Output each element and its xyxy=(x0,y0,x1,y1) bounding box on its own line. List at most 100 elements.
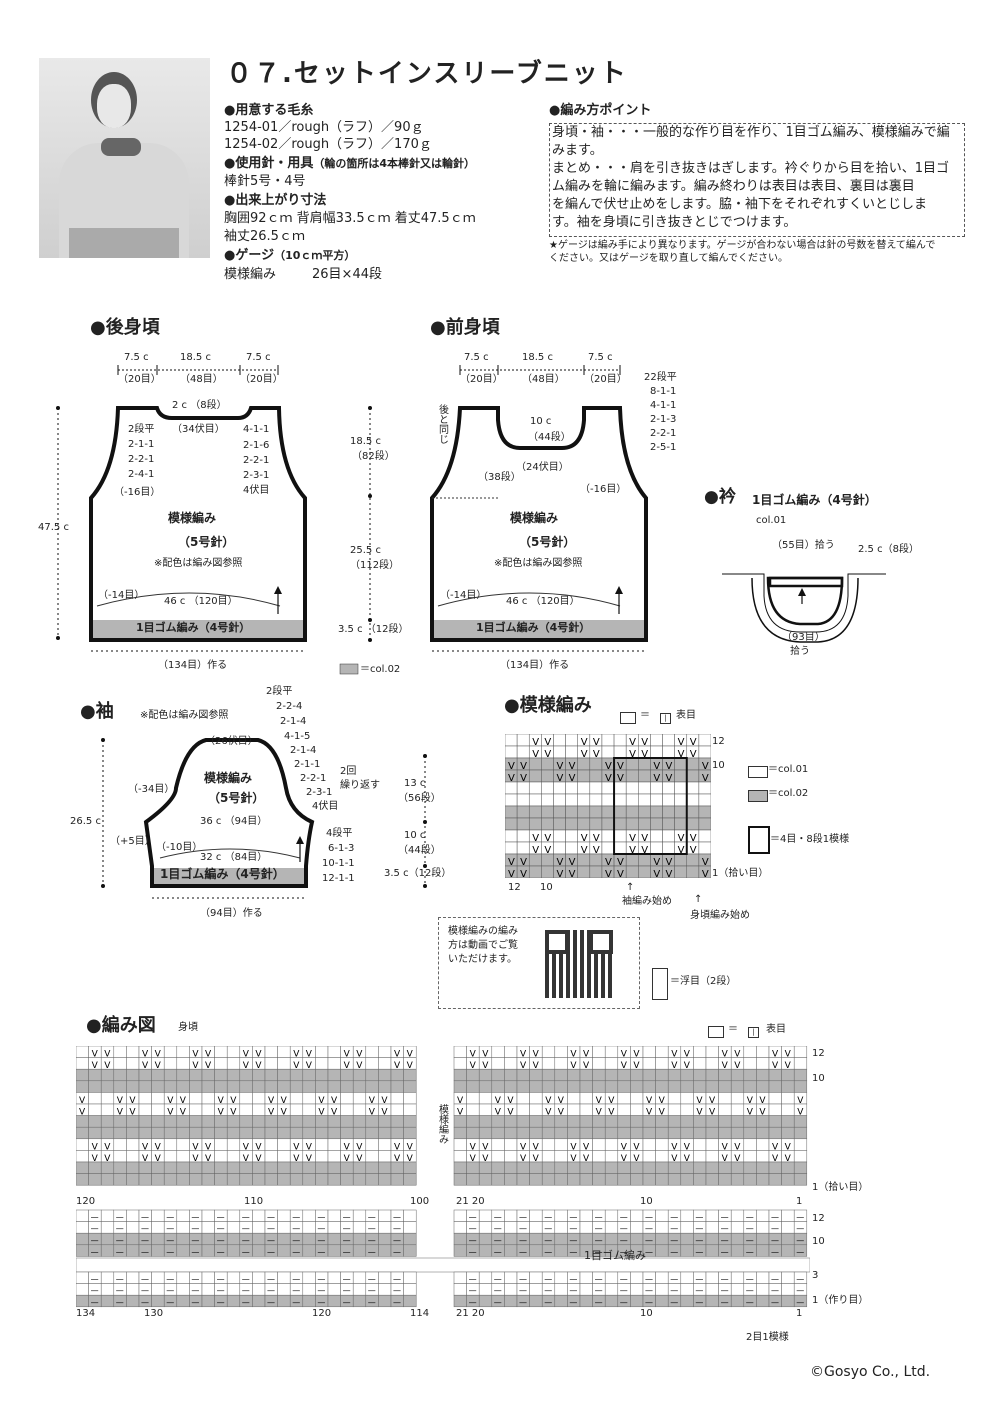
svg-text:V: V xyxy=(155,1142,162,1152)
svg-text:—: — xyxy=(292,1236,300,1245)
svg-text:V: V xyxy=(722,1142,729,1152)
sleeve-inc-list: 10-1-1 xyxy=(322,858,355,869)
svg-text:V: V xyxy=(583,1142,590,1152)
sleeve-inc-list: 12-1-1 xyxy=(322,873,355,884)
svg-text:V: V xyxy=(633,1154,640,1164)
svg-text:—: — xyxy=(746,1275,754,1284)
sleeve-total-height: 26.5 c xyxy=(70,816,101,827)
svg-text:—: — xyxy=(116,1236,124,1245)
svg-text:V: V xyxy=(633,1050,640,1060)
back-dec-right: 4-1-1 xyxy=(243,424,270,435)
svg-text:V: V xyxy=(629,737,636,748)
chart-row: 1（拾い目） xyxy=(812,1182,869,1193)
svg-text:V: V xyxy=(593,845,600,856)
svg-text:—: — xyxy=(166,1213,174,1222)
svg-text:V: V xyxy=(671,1142,678,1152)
svg-text:V: V xyxy=(520,869,527,878)
sleeve-pattern: 模様編み xyxy=(204,771,253,785)
svg-text:V: V xyxy=(92,1142,99,1152)
svg-text:—: — xyxy=(267,1286,275,1295)
svg-text:V: V xyxy=(544,749,551,760)
back-dec: 2-2-1 xyxy=(128,454,155,465)
svg-text:V: V xyxy=(702,761,709,772)
svg-text:V: V xyxy=(702,857,709,868)
points-heading: ●編み方ポイント xyxy=(549,103,652,118)
chart-heading: ●編み図 xyxy=(86,1015,156,1036)
svg-text:V: V xyxy=(255,1154,262,1164)
svg-text:V: V xyxy=(255,1061,262,1071)
qr-code[interactable] xyxy=(545,930,613,998)
dim-h1-rows: （82段） xyxy=(352,451,395,462)
svg-text:V: V xyxy=(556,773,563,784)
back-dec: （-16目） xyxy=(114,487,161,498)
qr-text: 模様編みの編み xyxy=(448,926,518,937)
svg-text:—: — xyxy=(343,1224,351,1233)
col-label: 12 xyxy=(508,882,521,893)
back-rib: 1目ゴム編み（4号針） xyxy=(136,621,251,634)
svg-text:V: V xyxy=(641,749,648,760)
svg-text:V: V xyxy=(570,1154,577,1164)
svg-text:V: V xyxy=(117,1096,124,1106)
front-neck: 10 c xyxy=(530,416,552,427)
front-dec: 2-2-1 xyxy=(650,428,677,439)
dim-h2-rows: （112段） xyxy=(350,560,400,571)
chart-col: 120 xyxy=(76,1196,96,1207)
svg-text:V: V xyxy=(533,1050,540,1060)
sleeve-cap: 2-1-4 xyxy=(280,716,307,727)
svg-text:V: V xyxy=(482,1050,489,1060)
legend-knit: 表目 xyxy=(766,1024,786,1035)
svg-text:V: V xyxy=(255,1142,262,1152)
legend-equals: ＝ xyxy=(640,710,650,721)
svg-text:—: — xyxy=(494,1247,502,1256)
svg-text:V: V xyxy=(495,1108,502,1118)
svg-text:V: V xyxy=(457,1096,464,1106)
svg-text:V: V xyxy=(678,737,685,748)
svg-text:V: V xyxy=(507,1108,514,1118)
svg-text:V: V xyxy=(532,749,539,760)
svg-text:V: V xyxy=(558,1096,565,1106)
chart-col: 134 xyxy=(76,1308,96,1319)
svg-text:V: V xyxy=(785,1142,792,1152)
svg-text:—: — xyxy=(343,1236,351,1245)
svg-text:—: — xyxy=(620,1275,628,1284)
svg-text:V: V xyxy=(785,1050,792,1060)
back-dec-right: 2-1-6 xyxy=(243,440,270,451)
svg-text:V: V xyxy=(394,1061,401,1071)
svg-text:V: V xyxy=(629,749,636,760)
front-color-note: ※配色は編み図参照 xyxy=(494,558,583,569)
back-width: 7.5 c xyxy=(246,352,271,363)
svg-text:V: V xyxy=(556,869,563,878)
svg-text:V: V xyxy=(532,737,539,748)
svg-text:—: — xyxy=(116,1286,124,1295)
svg-text:V: V xyxy=(593,833,600,844)
svg-text:—: — xyxy=(317,1224,325,1233)
points-line: みます。 xyxy=(552,143,603,158)
copyright: ©Gosyo Co., Ltd. xyxy=(810,1364,931,1380)
back-hem-curve xyxy=(96,592,281,607)
points-line: す。袖を身頃に引き抜きとじでつけます。 xyxy=(552,215,797,230)
gauge-note: ★ゲージは編み手により異なります。ゲージが合わない場合は針の号数を替えて編んで xyxy=(549,240,936,251)
dim-h2: 25.5 c xyxy=(350,545,381,556)
svg-text:—: — xyxy=(141,1224,149,1233)
svg-text:V: V xyxy=(407,1061,414,1071)
svg-text:V: V xyxy=(759,1096,766,1106)
svg-text:V: V xyxy=(734,1142,741,1152)
front-cast-on: （134目）作る xyxy=(500,660,570,671)
svg-text:—: — xyxy=(191,1275,199,1284)
arrow-up-icon: ↑ xyxy=(694,894,703,905)
svg-text:V: V xyxy=(671,1061,678,1071)
svg-text:V: V xyxy=(659,1096,666,1106)
svg-text:V: V xyxy=(709,1108,716,1118)
arrow-up-icon: ↑ xyxy=(626,882,635,893)
qr-text: いただけます。 xyxy=(448,954,517,965)
back-dec: 2-1-1 xyxy=(128,439,155,450)
svg-text:V: V xyxy=(617,869,624,878)
svg-text:V: V xyxy=(678,833,685,844)
svg-text:—: — xyxy=(191,1286,199,1295)
svg-text:V: V xyxy=(180,1096,187,1106)
sleeve-cap: 2-2-4 xyxy=(276,701,303,712)
svg-text:—: — xyxy=(217,1247,225,1256)
svg-text:V: V xyxy=(155,1154,162,1164)
svg-text:—: — xyxy=(91,1236,99,1245)
